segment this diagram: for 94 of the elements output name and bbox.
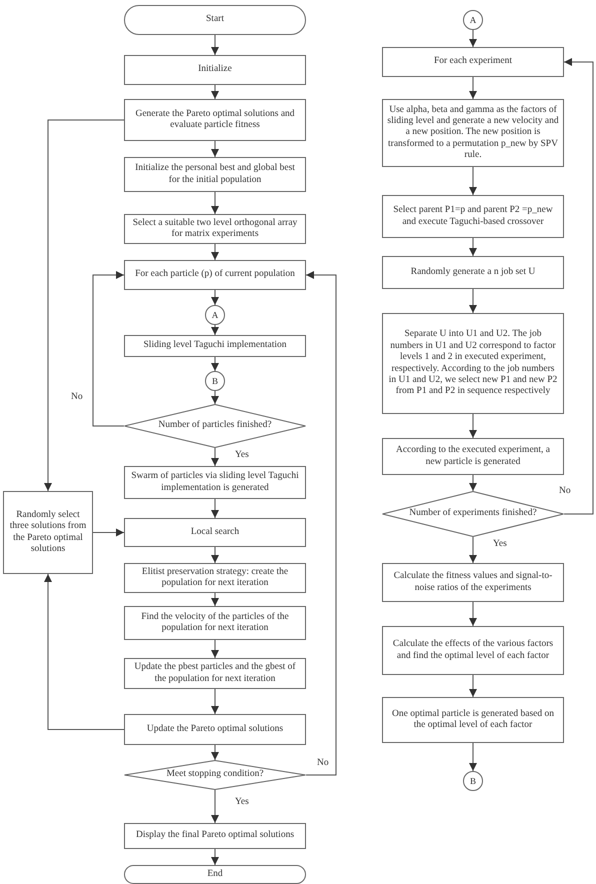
process-box xyxy=(124,518,306,547)
arrow xyxy=(211,848,219,866)
step-text: Update the pbest particles and the gbest of the population for next iteration xyxy=(133,662,297,685)
connector-letter: A xyxy=(470,14,476,26)
process-box xyxy=(382,563,564,602)
process-box xyxy=(124,157,306,192)
decision-diamond xyxy=(124,760,306,790)
process-box xyxy=(124,466,306,499)
connector-letter: B xyxy=(470,776,476,786)
arrow xyxy=(211,244,219,260)
process-box xyxy=(382,626,564,675)
process-box xyxy=(382,697,564,743)
arrow xyxy=(469,238,477,256)
step-text: Swarm of particles via sliding level Taguchi implementation is generated xyxy=(130,471,300,494)
arrow xyxy=(211,448,219,466)
decision-diamond xyxy=(124,404,306,448)
process-box xyxy=(124,55,306,85)
connector-letter: B xyxy=(212,376,218,386)
arrow xyxy=(469,674,477,698)
step-text: Local search xyxy=(190,526,240,538)
step-text: Randomly select three solutions from the Pareto optimal solutions xyxy=(8,510,88,556)
arrow xyxy=(469,742,477,772)
step-text: Calculate the effects of the various factors and find the optimal level of each factor xyxy=(392,639,554,662)
step-text: Initialize the personal best and global best for the initial population xyxy=(134,163,296,186)
decision-text: Number of experiments finished? xyxy=(409,508,537,520)
step-text: According to the executed experiment, a new particle is generated xyxy=(394,445,552,468)
arrow xyxy=(564,58,594,514)
process-box xyxy=(124,606,306,640)
arrow xyxy=(211,390,219,404)
step-text: Initialize xyxy=(198,64,232,76)
connector-letter: A xyxy=(212,310,218,320)
process-box xyxy=(124,714,306,745)
arrow xyxy=(211,640,219,658)
step-text: Select a suitable two level orthogonal array for matrix experiments xyxy=(132,218,298,240)
arrow xyxy=(469,166,477,196)
arrow xyxy=(211,192,219,214)
step-text: Calculate the fitness values and signal-to-noise ratios of the experiments xyxy=(392,571,554,594)
step-text: Randomly generate a n job set U xyxy=(410,266,536,278)
arrow xyxy=(211,744,219,760)
arrow xyxy=(44,120,124,492)
arrow xyxy=(211,356,219,372)
arrow xyxy=(211,546,219,564)
terminal-box xyxy=(124,865,306,884)
arrow xyxy=(44,574,124,730)
step-text: Use alpha, beta and gamma as the factors of sliding level and generate a new velocity and a new position. The new position is transformed to a permutation p_new by SPV rule. xyxy=(387,104,559,162)
step-text: End xyxy=(207,868,223,880)
step-text: Update the Pareto optimal solutions xyxy=(146,724,284,736)
process-box xyxy=(382,438,564,475)
process-box xyxy=(382,47,564,77)
step-text: Separate U into U1 and U2. The job numbers in U1 and U2 correspond to factor levels 1 and 2 in executed experiment, respectively. According to the job numbers in U1 and U2, we select new P1 and new P2 from P1 and P2 in sequence respectively xyxy=(388,329,558,398)
arrow xyxy=(211,498,219,518)
decision-text: Number of particles finished? xyxy=(158,420,272,432)
arrow xyxy=(469,76,477,100)
terminal-box xyxy=(124,5,306,35)
process-box xyxy=(124,823,306,849)
process-box xyxy=(382,195,564,238)
arrow xyxy=(469,288,477,314)
arrow xyxy=(211,84,219,100)
arrow xyxy=(469,414,477,438)
arrow xyxy=(92,528,124,536)
process-box xyxy=(3,491,93,574)
arrow xyxy=(469,602,477,626)
arrow xyxy=(211,324,219,336)
arrow xyxy=(92,271,124,426)
process-box xyxy=(382,99,564,167)
step-text: For each particle (p) of current population xyxy=(135,269,295,281)
arrow xyxy=(211,688,219,714)
process-box xyxy=(124,99,306,141)
arrow xyxy=(469,30,477,48)
step-text: Display the final Pareto optimal solutions xyxy=(136,830,294,842)
arrow xyxy=(211,592,219,606)
decision-text: Meet stopping condition? xyxy=(166,769,264,781)
step-text: One optimal particle is generated based on the optimal level of each factor xyxy=(391,708,555,732)
process-box xyxy=(124,335,306,357)
arrow xyxy=(211,290,219,306)
process-box xyxy=(382,313,564,414)
process-box xyxy=(124,563,306,593)
arrow xyxy=(211,790,219,824)
step-text: Generate the Pareto optimal solutions and evaluate particle fitness xyxy=(134,108,296,132)
process-box xyxy=(382,256,564,289)
arrow xyxy=(211,34,219,56)
arrow xyxy=(211,140,219,158)
step-text: Sliding level Taguchi implementation xyxy=(144,340,286,352)
step-text: For each experiment xyxy=(434,56,512,68)
step-text: Elitist preservation strategy: create the population for next iteration xyxy=(140,566,290,590)
step-text: Start xyxy=(206,14,224,26)
step-text: Find the velocity of the particles of the population for next iteration xyxy=(140,612,290,634)
arrow xyxy=(469,536,477,564)
arrow xyxy=(469,474,477,492)
arrow xyxy=(306,271,336,776)
step-text: Select parent P1=p and parent P2 =p_new and execute Taguchi-based crossover xyxy=(392,205,554,228)
process-box xyxy=(124,658,306,689)
process-box xyxy=(124,260,306,290)
process-box xyxy=(124,214,306,244)
